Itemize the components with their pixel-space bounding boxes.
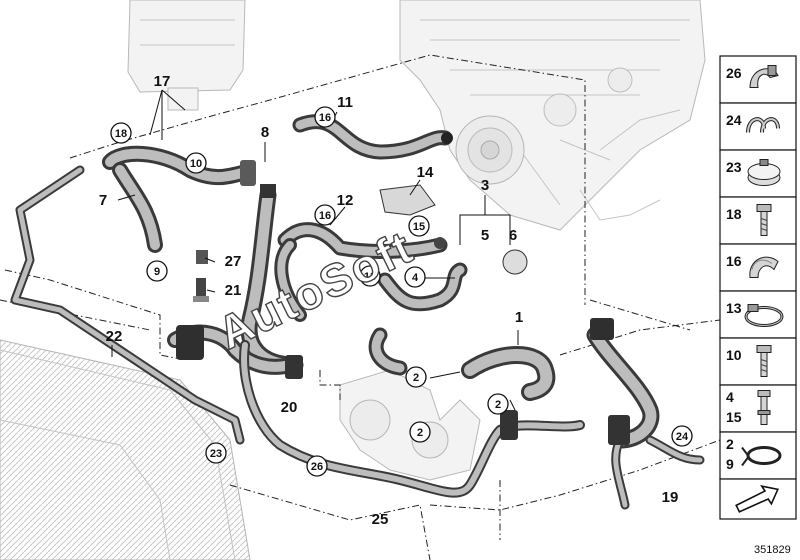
- expansion-tank-background: [127, 0, 246, 111]
- callout-22: 22: [106, 328, 123, 345]
- leader-lines: [111, 89, 519, 411]
- callout-11: 11: [337, 94, 353, 111]
- hose-20[interactable]: [167, 324, 303, 379]
- legend-row: 10: [719, 337, 797, 386]
- legend-label: 15: [726, 409, 742, 425]
- hose-1[interactable]: [461, 346, 556, 401]
- legend-row: 13: [719, 290, 797, 339]
- stud-bolt-icon: [757, 390, 771, 425]
- legend-row: 29: [719, 431, 797, 480]
- legend-row: 26: [719, 55, 797, 104]
- spring-clamp-icon: [741, 446, 782, 467]
- legend-row: 24: [719, 102, 797, 151]
- svg-text:2: 2: [417, 427, 423, 439]
- circled-callout-23: 23: [205, 442, 227, 464]
- svg-text:2: 2: [413, 372, 419, 384]
- callout-5: 5: [481, 227, 489, 244]
- legend-label: 2: [726, 436, 734, 452]
- callout-8: 8: [261, 124, 269, 141]
- svg-text:15: 15: [413, 221, 425, 233]
- hose-12[interactable]: [274, 222, 448, 322]
- svg-text:26: 26: [311, 461, 323, 473]
- callout-17: 17: [154, 73, 171, 90]
- legend-row: 415: [719, 384, 797, 433]
- callout-19: 19: [662, 489, 679, 506]
- svg-text:4: 4: [412, 272, 419, 284]
- circled-callout-2: 2: [405, 366, 427, 388]
- callout-25: 25: [372, 511, 389, 528]
- circled-callout-16: 16: [314, 204, 336, 226]
- svg-text:2: 2: [495, 399, 501, 411]
- svg-text:24: 24: [676, 431, 689, 443]
- callout-3: 3: [481, 177, 489, 194]
- bolt-icon: [756, 345, 772, 377]
- circled-callout-24: 24: [671, 425, 693, 447]
- sensor-21[interactable]: [193, 278, 209, 302]
- water-pump-background: [339, 369, 481, 481]
- svg-text:13: 13: [364, 271, 376, 283]
- callout-6: 6: [509, 227, 517, 244]
- legend-label: 10: [726, 347, 742, 363]
- hose-clamp-clip-icon: [749, 65, 779, 88]
- legend-label: 4: [726, 389, 734, 405]
- legend-label: 13: [726, 300, 742, 316]
- bolt-icon: [756, 204, 772, 236]
- callout-21: 21: [225, 282, 242, 299]
- callout-7: 7: [99, 192, 107, 209]
- sensor-27[interactable]: [196, 250, 208, 264]
- hose-13[interactable]: [368, 262, 468, 376]
- legend-label: 26: [726, 65, 742, 81]
- svg-text:23: 23: [210, 448, 222, 460]
- svg-text:9: 9: [154, 266, 160, 278]
- worm-clamp-icon: [744, 304, 784, 327]
- svg-text:18: 18: [115, 128, 127, 140]
- svg-text:16: 16: [319, 112, 331, 124]
- circled-callout-10: 10: [185, 152, 207, 174]
- bracket-14[interactable]: [379, 184, 436, 216]
- circled-callout-13: 13: [359, 265, 381, 287]
- legend-row: 16: [719, 243, 797, 292]
- circled-callout-26: 26: [306, 455, 328, 477]
- callout-14: 14: [417, 164, 434, 181]
- legend-label: 9: [726, 456, 734, 472]
- hose-19[interactable]: [586, 318, 705, 510]
- callout-12: 12: [337, 192, 354, 209]
- pipe-22[interactable]: [10, 165, 245, 445]
- circled-callout-2: 2: [487, 393, 509, 415]
- engine-block-background: [399, 0, 706, 231]
- legend-label: 18: [726, 206, 742, 222]
- hose-clip-icon: [749, 256, 779, 278]
- diagram-reference-number: 351829: [754, 544, 791, 556]
- double-clip-icon: [746, 117, 780, 133]
- circled-callout-18: 18: [110, 122, 132, 144]
- band-clamp-icon: [747, 159, 781, 186]
- callout-20: 20: [281, 399, 298, 416]
- circled-callout-16: 16: [314, 106, 336, 128]
- circled-callout-2: 2: [409, 421, 431, 443]
- svg-text:16: 16: [319, 210, 331, 222]
- circled-callout-9: 9: [146, 260, 168, 282]
- flange-5-6[interactable]: [434, 237, 528, 275]
- legend-label: 24: [726, 112, 742, 128]
- svg-text:10: 10: [190, 158, 202, 170]
- legend-row: 23: [719, 149, 797, 198]
- callout-1: 1: [515, 309, 523, 326]
- circled-callout-4: 4: [404, 266, 426, 288]
- hose-7[interactable]: [102, 145, 256, 253]
- callout-27: 27: [225, 253, 242, 270]
- legend-row: [719, 478, 797, 520]
- legend-label: 23: [726, 159, 742, 175]
- legend-row: 18: [719, 196, 797, 245]
- circled-callout-15: 15: [408, 215, 430, 237]
- legend-label: 16: [726, 253, 742, 269]
- hose-25[interactable]: [239, 340, 585, 498]
